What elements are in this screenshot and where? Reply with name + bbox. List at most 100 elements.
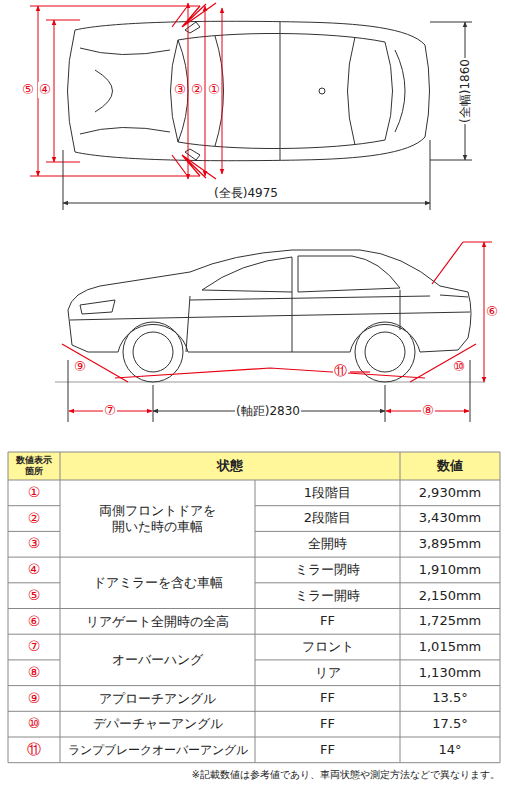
table-cell-text: 2,930mm xyxy=(419,485,482,501)
callout-number: ① xyxy=(8,480,60,506)
table-cell: ドアミラーを含む車幅 xyxy=(60,557,255,608)
callout-number-text: ⑩ xyxy=(28,715,41,733)
grid-line xyxy=(400,452,401,763)
callout-number-text: ⑪ xyxy=(27,741,41,759)
callout-number-text: ⑤ xyxy=(28,587,41,605)
table-cell-text: ランプブレークオーバーアングル xyxy=(68,743,248,757)
table-cell: ミラー閉時 xyxy=(255,557,400,583)
callout-number-text: ⑪ xyxy=(333,363,348,379)
callout-number: ⑤ xyxy=(8,583,60,609)
callout-number-text: ④ xyxy=(28,561,41,579)
ground-line xyxy=(55,382,485,383)
footnote: ※記載数値は参考値であり、車両状態や測定方法などで異なります。 xyxy=(6,767,500,783)
callout-number: ③ xyxy=(8,531,60,557)
table-cell-text: 14° xyxy=(438,742,461,758)
table-header-text: 状態 xyxy=(217,458,243,474)
callout-number-text: ① xyxy=(28,484,41,502)
table-cell-text: 1,130mm xyxy=(419,665,482,681)
table-grid xyxy=(8,452,500,763)
table-cell-text: ミラー開時 xyxy=(295,588,360,604)
table-cell-text: ドアミラーを含む車幅 xyxy=(93,575,223,591)
table-cell: 2段階目 xyxy=(255,506,400,532)
table-cell: 17.5° xyxy=(400,711,500,737)
table-cell-text: 1,725mm xyxy=(419,613,482,629)
dimension-label-text: (全幅)1860 xyxy=(458,58,473,124)
callout-number-text: ⑧ xyxy=(28,664,41,682)
grid-line xyxy=(8,557,500,558)
grid-line xyxy=(8,737,500,738)
table-cell: リアゲート全開時の全高 xyxy=(60,609,255,635)
callout-number: ① xyxy=(205,81,223,99)
table-cell: 3,430mm xyxy=(400,506,500,532)
callout-number-text: ⑦ xyxy=(28,638,41,656)
table-cell-text: リア xyxy=(315,665,341,681)
grid-line xyxy=(8,762,500,763)
table-cell: ランプブレークオーバーアングル xyxy=(60,737,255,763)
callout-number: ② xyxy=(188,81,206,99)
width-dimension-lines xyxy=(30,3,222,179)
table-cell-text: リアゲート全開時の全高 xyxy=(86,614,229,630)
table-cell-text: 両側フロントドアを開いた時の車幅 xyxy=(95,503,220,534)
table-cell-text: 2段階目 xyxy=(304,510,351,526)
grid-line xyxy=(8,685,500,686)
callout-number-text: ⑥ xyxy=(485,304,499,321)
table-cell: 13.5° xyxy=(400,686,500,712)
grid-line xyxy=(8,531,60,532)
length-dimension-lines xyxy=(68,360,470,422)
callout-number-text: ② xyxy=(190,82,204,99)
grid-line xyxy=(8,582,60,583)
callout-number: ⑩ xyxy=(450,358,468,376)
grid-line xyxy=(255,659,500,660)
table-cell-text: FF xyxy=(320,716,335,732)
table-header: 状態 xyxy=(60,452,400,480)
table-cell-text: FF xyxy=(320,613,335,629)
callout-number-text: ③ xyxy=(173,82,187,99)
table-cell: フロント xyxy=(255,634,400,660)
table-cell-text: ミラー閉時 xyxy=(295,562,360,578)
table-header-text: 数値 xyxy=(437,458,463,474)
callout-number-text: ⑧ xyxy=(421,403,435,420)
callout-number-text: ⑤ xyxy=(21,82,35,99)
grid-line xyxy=(500,452,501,763)
callout-number-text: ④ xyxy=(38,82,52,99)
table-cell: デパーチャーアングル xyxy=(60,711,255,737)
table-header: 数値 xyxy=(400,452,500,480)
grid-line xyxy=(8,452,500,453)
dimension-label: (軸距)2830 xyxy=(218,403,318,419)
table-cell-text: 1,015mm xyxy=(419,639,482,655)
callout-number: ④ xyxy=(8,557,60,583)
callout-number-text: ① xyxy=(207,82,221,99)
table-cell: 1,130mm xyxy=(400,660,500,686)
callout-number: ③ xyxy=(171,81,189,99)
table-cell-text: デパーチャーアングル xyxy=(93,716,223,732)
callout-number: ⑥ xyxy=(483,303,501,321)
table-cell: FF xyxy=(255,686,400,712)
side-view-car xyxy=(68,250,471,382)
table-cell: 14° xyxy=(400,737,500,763)
grid-line xyxy=(255,505,500,506)
grid-line xyxy=(8,634,500,635)
table-header: 数値表示箇所 xyxy=(8,452,60,480)
table-cell: 1,015mm xyxy=(400,634,500,660)
callout-number: ⑨ xyxy=(71,358,89,376)
grid-line xyxy=(8,711,500,712)
callout-number: ⑪ xyxy=(8,737,60,763)
callout-number: ⑤ xyxy=(19,81,37,99)
grid-line xyxy=(8,505,60,506)
table-cell-text: 全開時 xyxy=(308,536,347,552)
table-cell-text: FF xyxy=(320,742,335,758)
table-cell: ミラー開時 xyxy=(255,583,400,609)
callout-number: ⑩ xyxy=(8,711,60,737)
grid-line xyxy=(60,452,61,763)
callout-number: ④ xyxy=(36,81,54,99)
table-cell-text: 2,150mm xyxy=(419,588,482,604)
table-cell: 2,930mm xyxy=(400,480,500,506)
callout-number-text: ⑩ xyxy=(452,359,466,376)
table-header-text: 数値表示箇所 xyxy=(14,455,54,478)
dimension-label: (全幅)1860 xyxy=(456,41,474,141)
table-cell-text: 13.5° xyxy=(432,690,467,706)
top-view-car xyxy=(68,21,430,160)
table-cell-text: フロント xyxy=(302,639,354,655)
table-cell: 1,725mm xyxy=(400,609,500,635)
table-cell: リア xyxy=(255,660,400,686)
